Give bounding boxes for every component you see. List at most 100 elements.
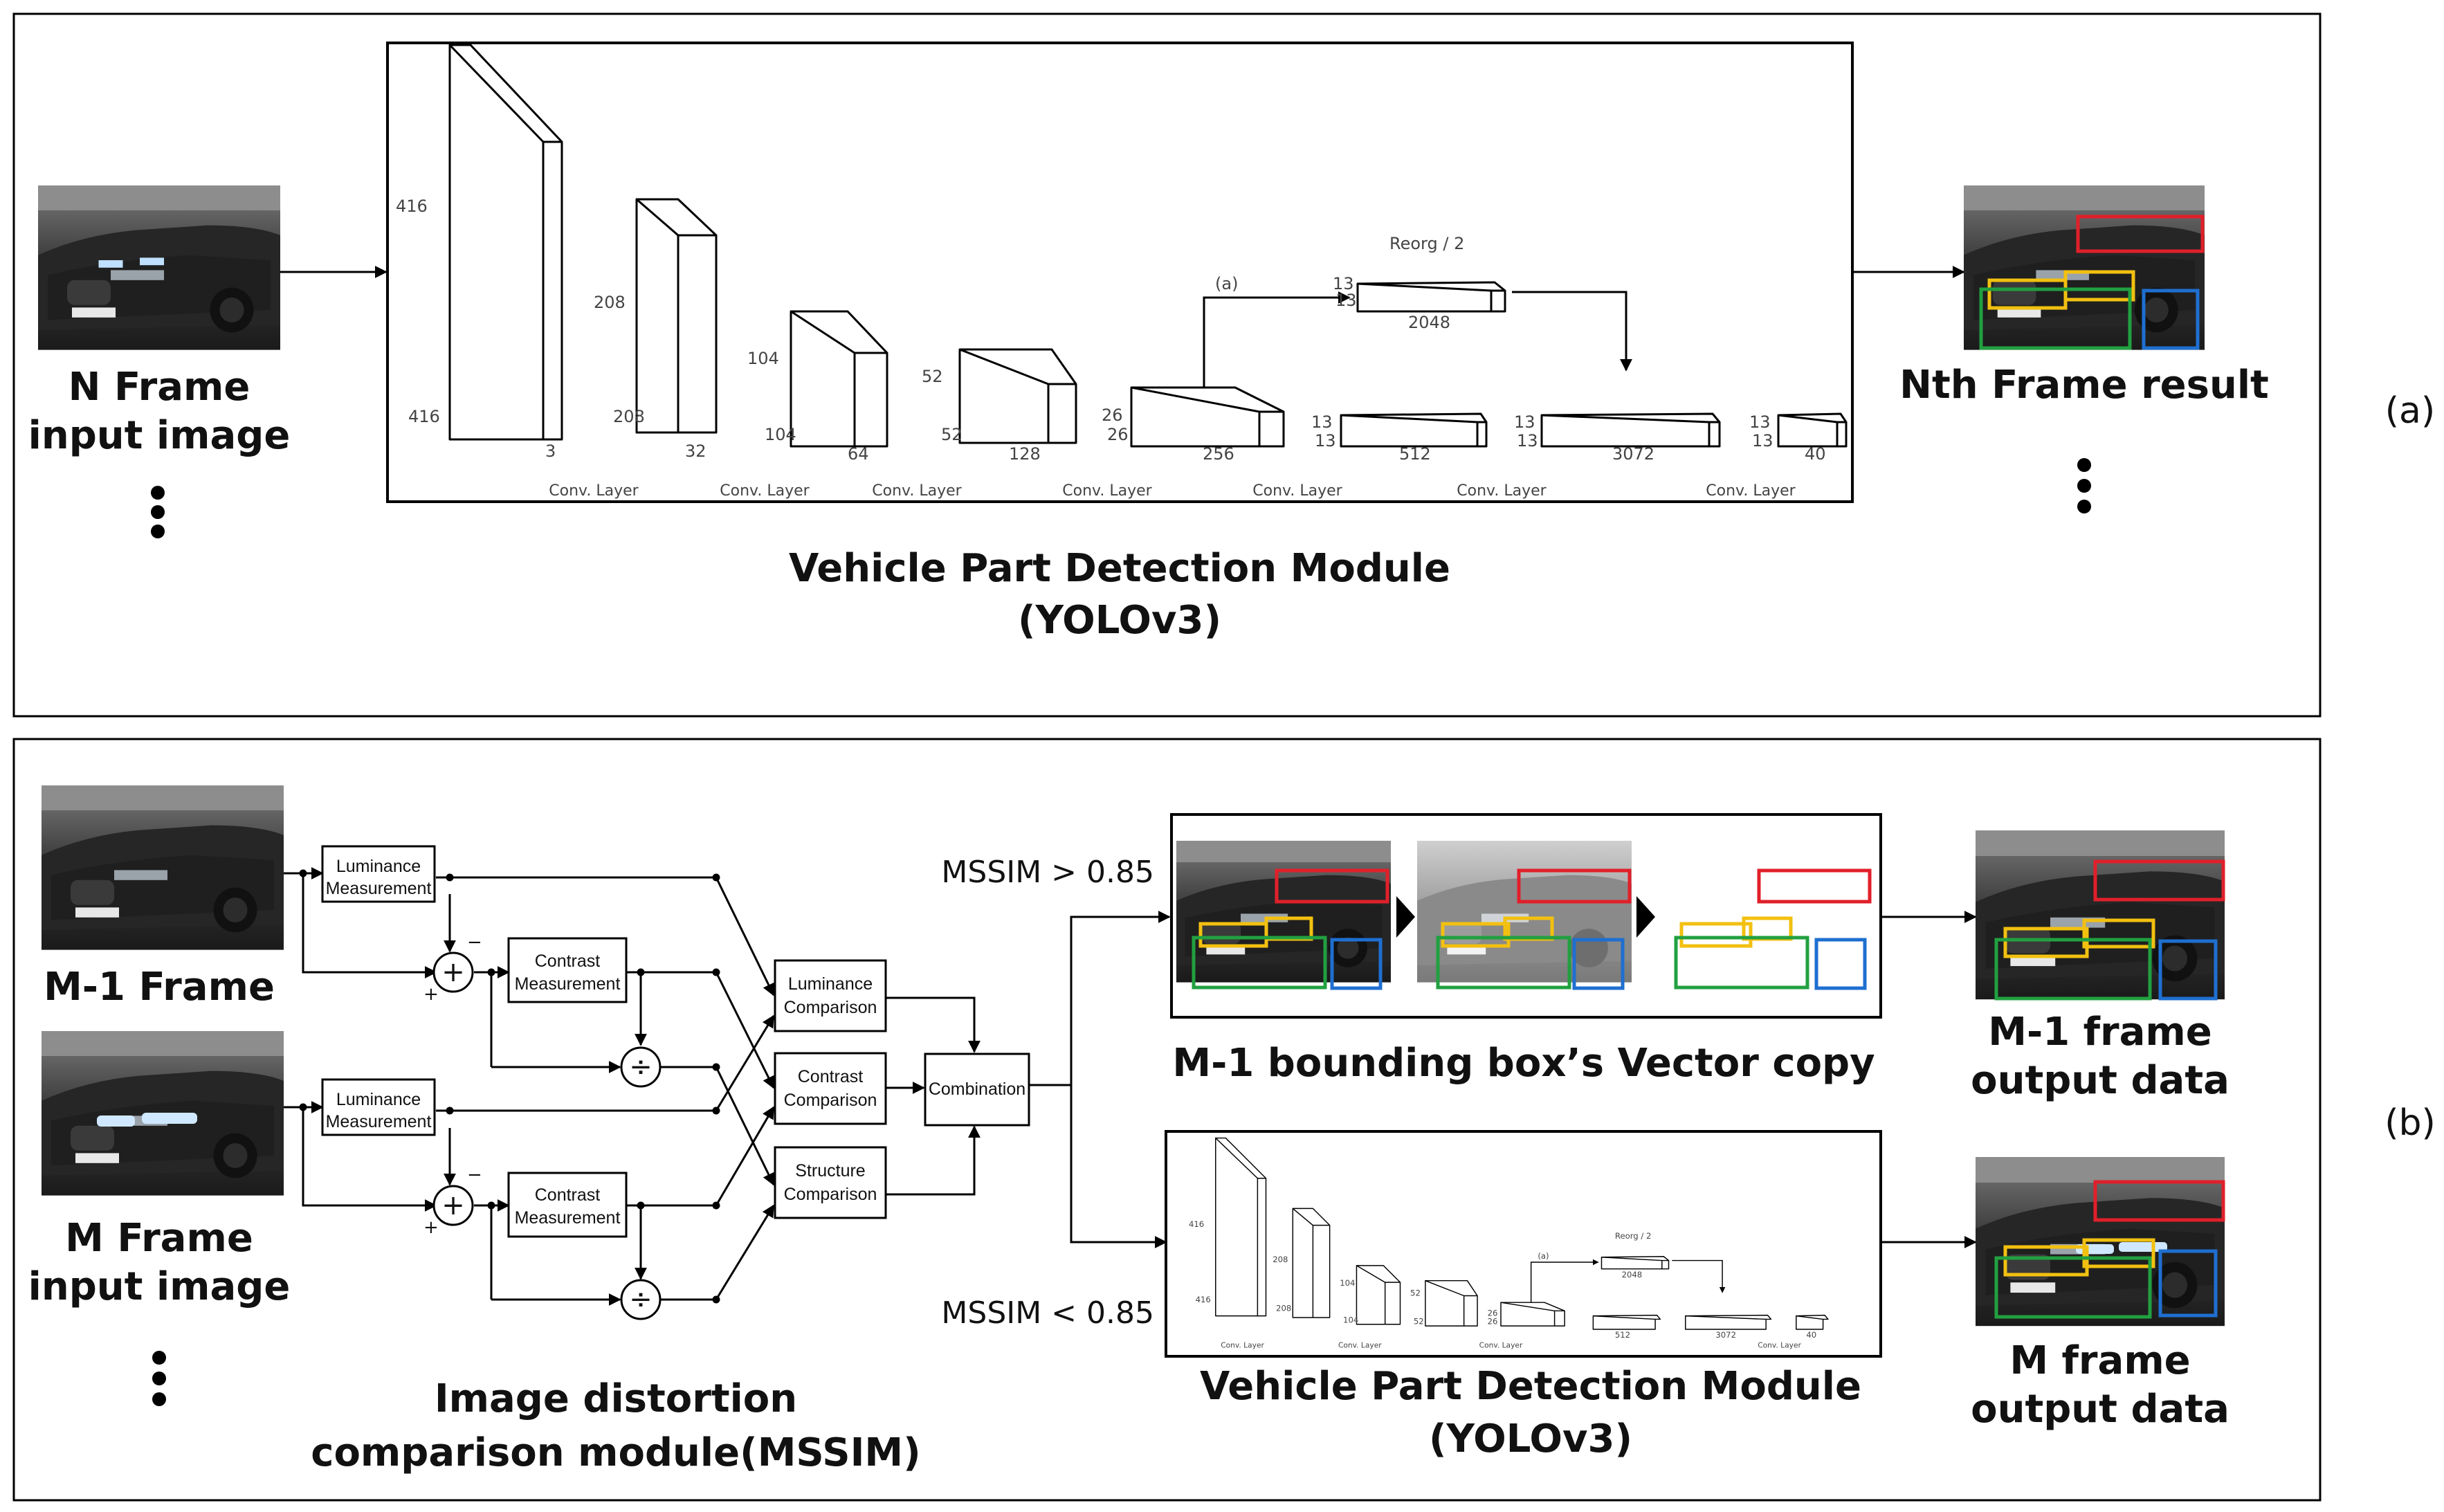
lum-comp-box: Luminance Comparison <box>774 959 887 1032</box>
svg-text:13: 13 <box>1752 431 1773 450</box>
svg-text:26: 26 <box>1107 425 1129 444</box>
svg-text:40: 40 <box>1806 1330 1816 1340</box>
svg-text:÷: ÷ <box>629 1051 653 1083</box>
svg-text:26: 26 <box>1488 1309 1498 1318</box>
m-frame-label-1: M Frame <box>65 1216 253 1261</box>
svg-text:Conv. Layer: Conv. Layer <box>1706 482 1796 500</box>
yolo-a-title-1: Vehicle Part Detection Module <box>789 546 1450 591</box>
m-output-image <box>1976 1157 2225 1327</box>
svg-text:104: 104 <box>765 425 796 444</box>
svg-text:Luminance: Luminance <box>788 974 873 994</box>
svg-text:Measurement: Measurement <box>326 1112 432 1131</box>
svg-text:13: 13 <box>1749 412 1771 432</box>
svg-text:40: 40 <box>1805 444 1826 464</box>
lum-meas-box-1: Luminance Measurement <box>321 845 436 903</box>
svg-text:208: 208 <box>1276 1303 1291 1313</box>
con-comp-box: Contrast Comparison <box>774 1052 887 1125</box>
svg-text:Conv. Layer: Conv. Layer <box>1338 1341 1382 1350</box>
svg-text:Conv. Layer: Conv. Layer <box>872 482 962 500</box>
svg-text:32: 32 <box>685 441 706 461</box>
svg-text:52: 52 <box>922 367 943 386</box>
svg-text:Measurement: Measurement <box>515 1208 621 1228</box>
yolo-b-title-1: Vehicle Part Detection Module <box>1200 1364 1861 1409</box>
yolo-b-title-2: (YOLOv3) <box>1429 1417 1632 1461</box>
svg-text:416: 416 <box>396 197 428 216</box>
svg-text:416: 416 <box>1196 1295 1211 1304</box>
copy-step-2-image <box>1417 841 1632 990</box>
svg-text:26: 26 <box>1102 406 1123 425</box>
divide-op-1: ÷ <box>620 1046 662 1088</box>
yolo-network-a: 416 416 3 208 208 32 104 104 64 52 52 12… <box>396 44 1848 500</box>
svg-text:2048: 2048 <box>1408 313 1450 332</box>
copy-step-arrow-1 <box>1396 896 1415 938</box>
plus-op-2: + − + <box>423 1165 482 1238</box>
svg-text:104: 104 <box>747 349 779 368</box>
svg-text:Contrast: Contrast <box>798 1067 864 1086</box>
panel-b-tag: (b) <box>2384 1102 2436 1144</box>
svg-text:416: 416 <box>408 407 440 426</box>
copy-step-1-image <box>1176 841 1391 990</box>
mssim-block-diagram <box>284 867 981 1306</box>
n-frame-label-1: N Frame <box>69 365 250 410</box>
svg-text:Luminance: Luminance <box>336 857 421 876</box>
svg-text:512: 512 <box>1615 1330 1630 1340</box>
svg-text:Conv. Layer: Conv. Layer <box>1221 1341 1264 1350</box>
svg-text:Comparison: Comparison <box>784 1091 877 1110</box>
svg-text:Contrast: Contrast <box>535 1185 601 1205</box>
svg-text:104: 104 <box>1340 1278 1355 1288</box>
svg-text:13: 13 <box>1514 412 1535 432</box>
result-ellipsis <box>2077 458 2091 513</box>
svg-text:52: 52 <box>1410 1288 1421 1298</box>
mssim-lt-label: MSSIM < 0.85 <box>941 1295 1154 1331</box>
copy-step-3-boxes <box>1674 868 1872 990</box>
svg-text:(a): (a) <box>1538 1251 1549 1261</box>
svg-text:3072: 3072 <box>1612 444 1654 464</box>
svg-text:Luminance: Luminance <box>336 1090 421 1109</box>
svg-text:26: 26 <box>1488 1317 1498 1327</box>
panel-a-frame <box>12 12 2322 718</box>
svg-text:Conv. Layer: Conv. Layer <box>1252 482 1342 500</box>
svg-text:−: − <box>467 932 482 953</box>
svg-text:Reorg / 2: Reorg / 2 <box>1389 234 1464 253</box>
m-frame-ellipsis <box>152 1351 166 1406</box>
con-meas-box-1: Contrast Measurement <box>507 937 628 1003</box>
svg-text:Conv. Layer: Conv. Layer <box>549 482 639 500</box>
m1-output-label-2: output data <box>1971 1058 2229 1103</box>
yolo-a-title-2: (YOLOv3) <box>1018 598 1221 643</box>
svg-text:128: 128 <box>1009 444 1041 464</box>
yolo-network-b: 416 416 208 208 104 104 52 52 26 26 (a) … <box>1189 1137 1829 1350</box>
vector-copy-label: M-1 bounding box’s Vector copy <box>1172 1041 1875 1086</box>
svg-text:416: 416 <box>1189 1219 1204 1229</box>
str-comp-box: Structure Comparison <box>774 1146 887 1219</box>
panel-b-frame <box>12 738 2322 1502</box>
svg-text:+: + <box>441 956 465 988</box>
svg-text:Structure: Structure <box>795 1161 865 1181</box>
svg-text:+: + <box>441 1190 465 1221</box>
branch-arrows <box>1030 911 1171 1248</box>
svg-text:Measurement: Measurement <box>515 974 621 994</box>
mssim-title-2: comparison module(MSSIM) <box>311 1430 920 1475</box>
svg-text:13: 13 <box>1335 291 1357 310</box>
plus-op-1: + − + <box>423 932 482 1005</box>
svg-text:208: 208 <box>594 293 626 312</box>
svg-text:Conv. Layer: Conv. Layer <box>720 482 810 500</box>
svg-text:52: 52 <box>941 425 963 444</box>
m1-output-label-1: M-1 frame <box>1988 1010 2212 1055</box>
n-frame-image <box>38 185 280 350</box>
yolo-box-a <box>386 42 1854 503</box>
svg-text:64: 64 <box>848 444 869 464</box>
m1-frame-label: M-1 Frame <box>44 965 275 1010</box>
svg-text:Conv. Layer: Conv. Layer <box>1457 482 1547 500</box>
svg-text:Conv. Layer: Conv. Layer <box>1758 1341 1801 1350</box>
svg-text:512: 512 <box>1399 444 1431 464</box>
svg-text:13: 13 <box>1333 274 1354 293</box>
svg-text:+: + <box>423 984 439 1005</box>
m1-output-image <box>1976 830 2225 1001</box>
svg-text:Combination: Combination <box>929 1080 1025 1099</box>
svg-text:104: 104 <box>1343 1315 1358 1324</box>
svg-text:52: 52 <box>1414 1317 1424 1327</box>
svg-text:13: 13 <box>1315 431 1336 450</box>
svg-text:Conv. Layer: Conv. Layer <box>1479 1341 1523 1350</box>
n-frame-label-2: input image <box>28 413 291 458</box>
